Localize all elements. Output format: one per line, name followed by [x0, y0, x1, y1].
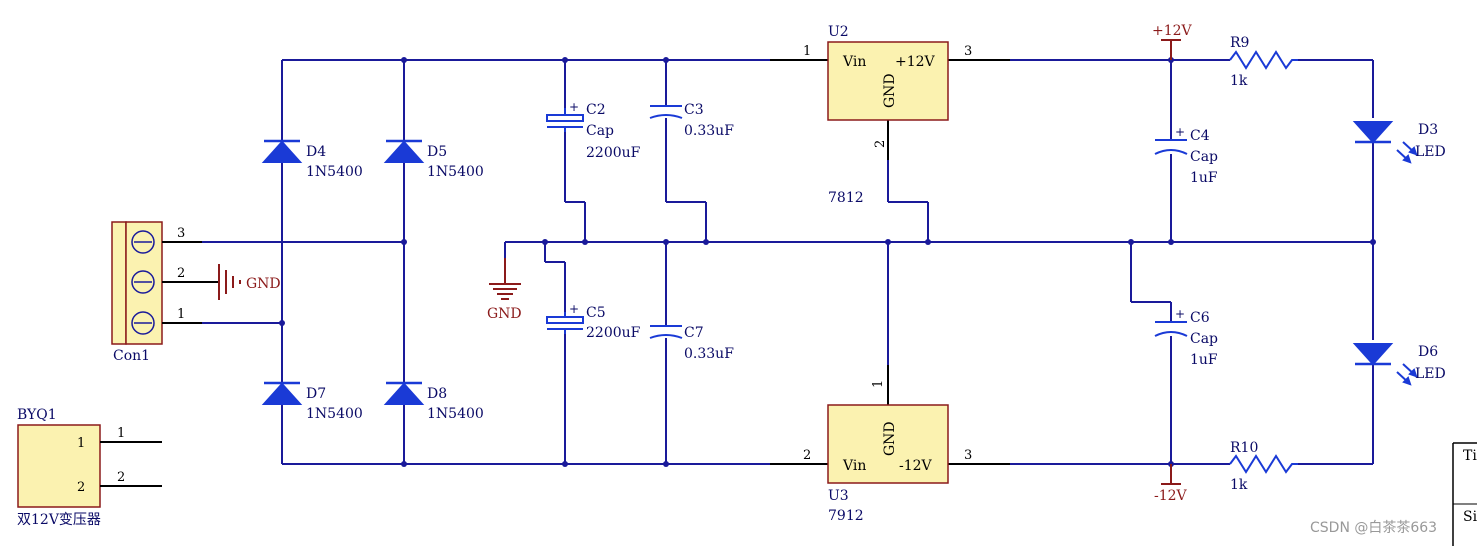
u3-part: 7912 [828, 508, 864, 524]
capacitor-c7: C7 0.33uF [649, 325, 734, 362]
byq1-name: 双12V变压器 [17, 512, 101, 528]
con1-gnd-label: GND [246, 276, 281, 292]
connector-con1: 3 2 1 Con1 GND [111, 221, 281, 364]
resistor-r9: R9 1k [1229, 35, 1298, 89]
d7-ref: D7 [306, 386, 326, 402]
c5-value: 2200uF [586, 325, 641, 341]
u2-out: +12V [895, 54, 936, 70]
byq1-pin-1: 1 [117, 426, 125, 441]
d6-value: LED [1415, 366, 1446, 382]
d8-ref: D8 [427, 386, 447, 402]
u2-part: 7812 [828, 190, 864, 206]
d8-value: 1N5400 [427, 406, 484, 422]
u3-gnd: GND [882, 421, 898, 456]
chassis-ground-icon [218, 264, 241, 300]
d5-ref: D5 [427, 144, 447, 160]
capacitor-c3: C3 0.33uF [649, 102, 734, 139]
u3-ref: U3 [828, 488, 849, 504]
con1-pin-1: 1 [177, 307, 185, 322]
watermark: CSDN @白茶茶663 [1310, 520, 1437, 536]
c2-ref: C2 [586, 102, 606, 118]
regulator-u2: Vin +12V GND 1 3 2 U2 7812 [770, 24, 1010, 206]
con1-ref: Con1 [113, 348, 150, 364]
led-d3: D3 LED [1352, 121, 1446, 164]
d3-value: LED [1415, 144, 1446, 160]
diode-d8: D8 1N5400 [383, 381, 484, 422]
d6-ref: D6 [1418, 344, 1438, 360]
transformer-byq1: 1 2 1 2 BYQ1 双12V变压器 [17, 407, 162, 528]
byq1-ref: BYQ1 [17, 407, 57, 423]
c4-value: 1uF [1190, 170, 1218, 186]
capacitor-c5: + C5 2200uF [546, 302, 641, 341]
svg-text:+: + [1175, 125, 1185, 139]
wires [202, 59, 1374, 465]
r10-ref: R10 [1230, 440, 1258, 456]
con1-pin-3: 3 [177, 226, 185, 241]
u2-pin-out: 3 [964, 44, 972, 59]
u3-vin: Vin [842, 458, 866, 474]
d4-value: 1N5400 [306, 164, 363, 180]
d4-ref: D4 [306, 144, 326, 160]
resistor-r10: R10 1k [1229, 440, 1298, 493]
u2-pin-in: 1 [803, 44, 811, 59]
u3-out: -12V [899, 458, 933, 474]
byq1-inner-pin-2: 2 [77, 480, 85, 495]
c4-type: Cap [1190, 149, 1218, 165]
led-d6: D6 LED [1352, 343, 1446, 386]
u2-pin-gnd: 2 [873, 140, 888, 148]
u3-pin-gnd: 1 [871, 380, 886, 388]
svg-text:+: + [1175, 307, 1185, 321]
u2-vin: Vin [842, 54, 866, 70]
power-port-pos12: +12V [1152, 23, 1193, 60]
u2-gnd: GND [882, 73, 898, 108]
c6-ref: C6 [1190, 310, 1210, 326]
byq1-inner-pin-1: 1 [77, 436, 85, 451]
u3-pin-in: 2 [803, 448, 811, 463]
c2-type: Cap [586, 123, 614, 139]
con1-pin-2: 2 [177, 266, 185, 281]
c4-ref: C4 [1190, 128, 1210, 144]
diode-d4: D4 1N5400 [261, 139, 363, 180]
diode-d7: D7 1N5400 [261, 381, 363, 422]
c7-value: 0.33uF [684, 346, 734, 362]
neg12-label: -12V [1154, 488, 1188, 504]
light-emission-icon [1396, 363, 1418, 386]
regulator-u3: Vin -12V GND 2 3 1 U3 7912 [770, 365, 1010, 524]
r9-value: 1k [1230, 73, 1248, 89]
d7-value: 1N5400 [306, 406, 363, 422]
title-block-ti: Ti [1463, 448, 1477, 464]
svg-text:+: + [569, 302, 579, 316]
terminal-screw-icon [131, 230, 155, 335]
ground-icon [489, 258, 521, 300]
light-emission-icon [1396, 141, 1418, 164]
d3-ref: D3 [1418, 122, 1438, 138]
capacitor-c6: + C6 Cap 1uF [1154, 307, 1218, 368]
u3-pin-out: 3 [964, 448, 972, 463]
r9-ref: R9 [1230, 35, 1249, 51]
gnd-label: GND [487, 306, 522, 322]
d5-value: 1N5400 [427, 164, 484, 180]
c6-type: Cap [1190, 331, 1218, 347]
diode-d5: D5 1N5400 [383, 139, 484, 180]
u2-ref: U2 [828, 24, 849, 40]
c3-ref: C3 [684, 102, 704, 118]
power-port-neg12: -12V [1154, 464, 1188, 504]
c2-value: 2200uF [586, 145, 641, 161]
byq1-pin-2: 2 [117, 470, 125, 485]
title-block: Ti Si [1452, 442, 1477, 546]
c3-value: 0.33uF [684, 123, 734, 139]
capacitor-c4: + C4 Cap 1uF [1154, 125, 1218, 186]
svg-text:+: + [569, 100, 579, 114]
capacitor-c2: + C2 Cap 2200uF [546, 100, 641, 161]
pos12-label: +12V [1152, 23, 1193, 39]
c6-value: 1uF [1190, 352, 1218, 368]
junctions [279, 57, 1376, 467]
r10-value: 1k [1230, 477, 1248, 493]
c5-ref: C5 [586, 305, 606, 321]
title-block-si: Si [1463, 509, 1477, 525]
c7-ref: C7 [684, 325, 704, 341]
